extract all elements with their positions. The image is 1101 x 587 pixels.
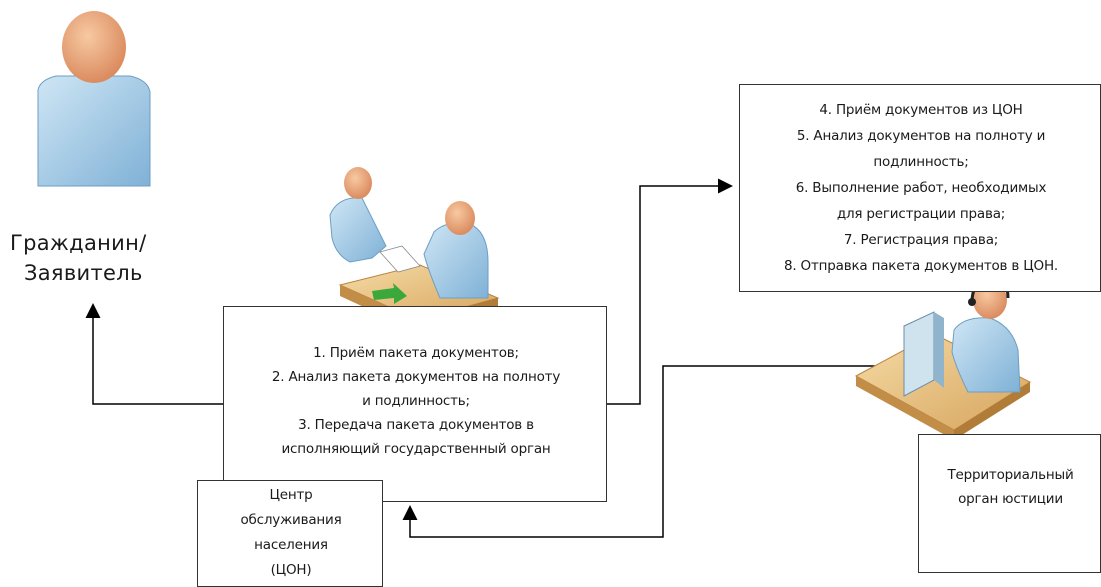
justice-step-line: для регистрации права; (836, 206, 1006, 222)
person-icon (37, 11, 151, 187)
justice-label-line: Территориальный (947, 467, 1074, 483)
justice-step-line: 4. Приём документов из ЦОН (819, 102, 1023, 118)
con-label-line: обслуживания (240, 512, 342, 528)
arrow-return-to-con (402, 365, 880, 538)
con-label-line: населения (254, 537, 328, 553)
con-label-line: (ЦОН) (270, 562, 312, 578)
arrow-to-citizen (85, 303, 223, 405)
con-step-line: 2. Анализ пакета документов на полноту (271, 369, 561, 385)
con-step-line: 1. Приём пакета документов; (313, 345, 519, 361)
justice-label-box: Территориальный орган юстиции (918, 434, 1101, 573)
justice-step-line: 6. Выполнение работ, необходимых (795, 180, 1047, 196)
operator-at-computer-icon (854, 274, 1032, 440)
con-label-text: Центр обслуживания населения (ЦОН) (198, 483, 384, 583)
con-steps-text: 1. Приём пакета документов; 2. Анализ па… (224, 341, 608, 461)
con-step-line: исполняющий государственный орган (281, 441, 551, 457)
justice-steps-box: 4. Приём документов из ЦОН 5. Анализ док… (739, 84, 1101, 292)
con-step-line: и подлинность; (362, 393, 470, 409)
justice-label-line: орган юстиции (958, 491, 1063, 507)
justice-step-line: 7. Регистрация права; (843, 232, 999, 248)
justice-step-line: 8. Отправка пакета документов в ЦОН. (783, 258, 1058, 274)
citizen-label-line1: Гражданин/ (10, 231, 147, 255)
con-steps-box: 1. Приём пакета документов; 2. Анализ па… (223, 306, 607, 502)
citizen-label: Гражданин/ Заявитель (10, 228, 210, 288)
arrow-to-justice (606, 178, 733, 405)
justice-steps-text: 4. Приём документов из ЦОН 5. Анализ док… (740, 97, 1101, 279)
justice-label-text: Территориальный орган юстиции (919, 463, 1101, 511)
con-label-box: Центр обслуживания населения (ЦОН) (197, 480, 383, 587)
con-label-line: Центр (269, 487, 313, 503)
justice-step-line: подлинность; (873, 154, 969, 170)
justice-step-line: 5. Анализ документов на полноту и (796, 128, 1046, 144)
con-step-line: 3. Передача пакета документов в (298, 417, 534, 433)
citizen-label-line2: Заявитель (24, 261, 143, 285)
